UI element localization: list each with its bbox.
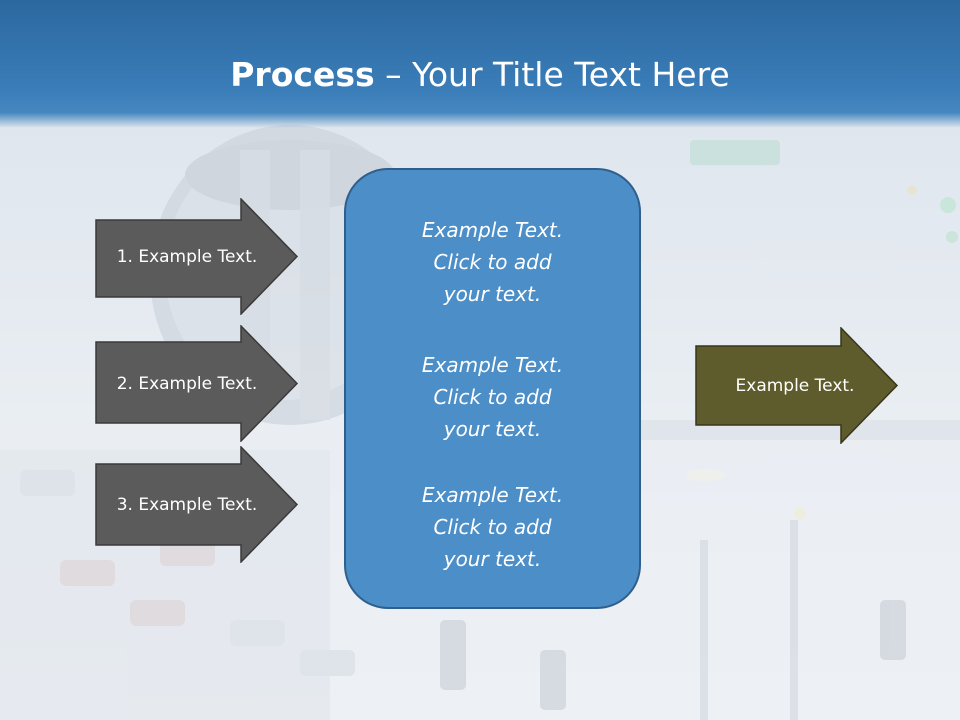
title-rest: – Your Title Text Here bbox=[374, 55, 730, 94]
arrow-shape bbox=[695, 327, 899, 444]
panel-line: your text. bbox=[443, 547, 542, 571]
step-label: 2. Example Text. bbox=[116, 373, 258, 394]
arrow-shape bbox=[95, 325, 299, 442]
step-label: 1. Example Text. bbox=[116, 246, 258, 267]
output-label: Example Text. bbox=[735, 375, 855, 396]
title-band bbox=[0, 0, 960, 128]
panel-line: Example Text. bbox=[421, 483, 564, 507]
panel-line: Example Text. bbox=[421, 353, 564, 377]
panel-line: Click to add bbox=[433, 250, 552, 274]
title-bold: Process bbox=[230, 55, 375, 94]
step-arrow-3[interactable]: 3. Example Text. bbox=[95, 446, 299, 563]
panel-line: Click to add bbox=[433, 515, 552, 539]
slide-title: Process – Your Title Text Here bbox=[0, 52, 960, 98]
step-arrow-2[interactable]: 2. Example Text. bbox=[95, 325, 299, 442]
process-panel[interactable]: Example Text. Click to add your text. Ex… bbox=[344, 168, 641, 609]
step-label: 3. Example Text. bbox=[116, 494, 258, 515]
arrow-shape bbox=[95, 446, 299, 563]
arrow-shape bbox=[95, 198, 299, 315]
panel-line: your text. bbox=[443, 282, 542, 306]
panel-line: Example Text. bbox=[421, 218, 564, 242]
panel-text-block-1[interactable]: Example Text. Click to add your text. bbox=[346, 214, 639, 310]
step-arrow-1[interactable]: 1. Example Text. bbox=[95, 198, 299, 315]
output-arrow[interactable]: Example Text. bbox=[695, 327, 899, 444]
panel-line: your text. bbox=[443, 417, 542, 441]
panel-text-block-2[interactable]: Example Text. Click to add your text. bbox=[346, 349, 639, 445]
panel-text-block-3[interactable]: Example Text. Click to add your text. bbox=[346, 479, 639, 575]
panel-line: Click to add bbox=[433, 385, 552, 409]
